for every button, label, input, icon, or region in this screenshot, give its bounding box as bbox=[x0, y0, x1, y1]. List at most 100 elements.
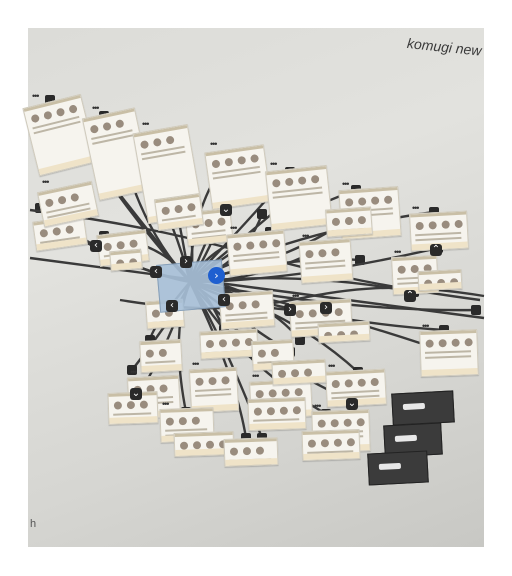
connection-anchor[interactable] bbox=[127, 365, 137, 375]
chevron-left-icon[interactable]: ‹ bbox=[166, 300, 178, 312]
chevron-right-icon[interactable]: › bbox=[208, 267, 225, 284]
dark-screen-label bbox=[394, 434, 418, 442]
food-thumbnail bbox=[139, 400, 149, 409]
food-thumbnail bbox=[464, 338, 473, 347]
text-line bbox=[225, 311, 268, 317]
chevron-right-icon[interactable]: › bbox=[320, 302, 332, 314]
food-thumbnail bbox=[320, 439, 330, 448]
more-icon[interactable]: ••• bbox=[192, 359, 200, 369]
food-thumbnail bbox=[333, 438, 343, 447]
food-thumbnail bbox=[415, 221, 424, 231]
food-thumbnail bbox=[318, 248, 327, 258]
more-icon[interactable]: ••• bbox=[42, 177, 50, 187]
screen-header bbox=[110, 249, 141, 256]
more-icon[interactable]: ••• bbox=[32, 91, 40, 101]
dark-screen-card[interactable] bbox=[391, 390, 455, 426]
dark-screen-card[interactable] bbox=[367, 450, 429, 486]
food-thumbnail bbox=[161, 206, 171, 216]
chevron-right-icon[interactable]: › bbox=[284, 304, 296, 316]
food-thumbnail bbox=[344, 216, 354, 226]
chevron-left-icon[interactable]: ‹ bbox=[218, 294, 230, 306]
text-line bbox=[331, 389, 380, 395]
food-thumbnail bbox=[305, 249, 314, 259]
food-thumbnail bbox=[224, 157, 234, 167]
food-thumbnail bbox=[330, 419, 339, 428]
more-icon[interactable]: ••• bbox=[222, 283, 230, 293]
screen-header bbox=[312, 410, 369, 415]
screen-header bbox=[318, 321, 369, 328]
more-icon[interactable]: ••• bbox=[394, 247, 402, 257]
chevron-left-icon[interactable]: ‹ bbox=[150, 266, 162, 278]
screen-footer bbox=[273, 375, 326, 385]
screen-card[interactable] bbox=[265, 164, 333, 232]
screen-card[interactable] bbox=[188, 366, 240, 414]
chevron-down-icon[interactable]: ⌄ bbox=[220, 204, 232, 216]
screen-footer bbox=[419, 281, 462, 291]
connection-anchor[interactable] bbox=[355, 255, 365, 265]
text-line bbox=[194, 388, 232, 392]
screen-card[interactable] bbox=[325, 206, 373, 238]
food-thumbnail bbox=[238, 301, 247, 310]
food-thumbnail bbox=[331, 379, 340, 389]
more-icon[interactable]: ••• bbox=[314, 401, 322, 411]
connection-anchor[interactable] bbox=[257, 209, 267, 219]
screen-footer bbox=[147, 319, 184, 329]
corner-text: h bbox=[30, 518, 37, 530]
food-thumbnail bbox=[255, 389, 264, 399]
chevron-down-icon[interactable]: ⌄ bbox=[346, 398, 358, 410]
more-icon[interactable]: ••• bbox=[142, 119, 150, 129]
chevron-up-icon[interactable]: ⌃ bbox=[430, 244, 442, 256]
connection-anchor[interactable] bbox=[295, 335, 305, 345]
more-icon[interactable]: ••• bbox=[230, 223, 238, 233]
screen-card[interactable] bbox=[247, 396, 307, 432]
food-thumbnail bbox=[158, 348, 168, 358]
more-icon[interactable]: ••• bbox=[422, 321, 430, 331]
screen-card[interactable] bbox=[226, 229, 288, 277]
more-icon[interactable]: ••• bbox=[210, 139, 218, 149]
food-thumbnail bbox=[191, 416, 200, 425]
food-thumbnail bbox=[231, 338, 241, 347]
connection-anchor[interactable] bbox=[471, 305, 481, 315]
screen-card[interactable] bbox=[153, 192, 205, 232]
screen-card[interactable] bbox=[199, 328, 259, 360]
more-icon[interactable]: ••• bbox=[130, 367, 138, 377]
more-icon[interactable]: ••• bbox=[412, 203, 420, 213]
food-thumbnail bbox=[129, 239, 139, 249]
screen-card[interactable] bbox=[223, 437, 279, 467]
screen-card[interactable] bbox=[417, 268, 463, 292]
food-thumbnail bbox=[151, 309, 161, 318]
screen-card[interactable] bbox=[419, 329, 479, 377]
food-thumbnail bbox=[242, 447, 252, 456]
screen-card[interactable] bbox=[204, 144, 272, 210]
food-thumbnail bbox=[357, 215, 367, 225]
food-thumbnail bbox=[253, 407, 263, 416]
food-thumbnail bbox=[55, 107, 66, 118]
chevron-right-icon[interactable]: › bbox=[180, 256, 192, 268]
chevron-down-icon[interactable]: ⌄ bbox=[130, 388, 142, 400]
screen-card[interactable] bbox=[301, 428, 361, 462]
text-line bbox=[305, 259, 346, 265]
food-thumbnail bbox=[331, 248, 340, 257]
screen-card[interactable] bbox=[109, 248, 143, 272]
more-icon[interactable]: ••• bbox=[328, 361, 336, 371]
more-icon[interactable]: ••• bbox=[162, 399, 170, 409]
food-thumbnail bbox=[344, 379, 353, 388]
more-icon[interactable]: ••• bbox=[342, 179, 350, 189]
chevron-left-icon[interactable]: ‹ bbox=[90, 240, 102, 252]
more-icon[interactable]: ••• bbox=[302, 231, 310, 241]
more-icon[interactable]: ••• bbox=[292, 291, 300, 301]
food-thumbnail bbox=[233, 242, 242, 252]
food-thumbnail bbox=[186, 202, 196, 212]
screen-card[interactable] bbox=[139, 338, 183, 374]
screen-footer bbox=[249, 422, 306, 430]
more-icon[interactable]: ••• bbox=[270, 159, 278, 169]
food-thumbnail bbox=[44, 198, 55, 208]
food-thumbnail bbox=[195, 377, 204, 386]
food-thumbnail bbox=[266, 407, 276, 416]
more-icon[interactable]: ••• bbox=[252, 371, 260, 381]
screen-card[interactable] bbox=[317, 320, 371, 344]
screen-card[interactable] bbox=[271, 358, 327, 386]
more-icon[interactable]: ••• bbox=[92, 103, 100, 113]
chevron-up-icon[interactable]: ⌃ bbox=[404, 290, 416, 302]
screen-card[interactable] bbox=[298, 238, 354, 284]
